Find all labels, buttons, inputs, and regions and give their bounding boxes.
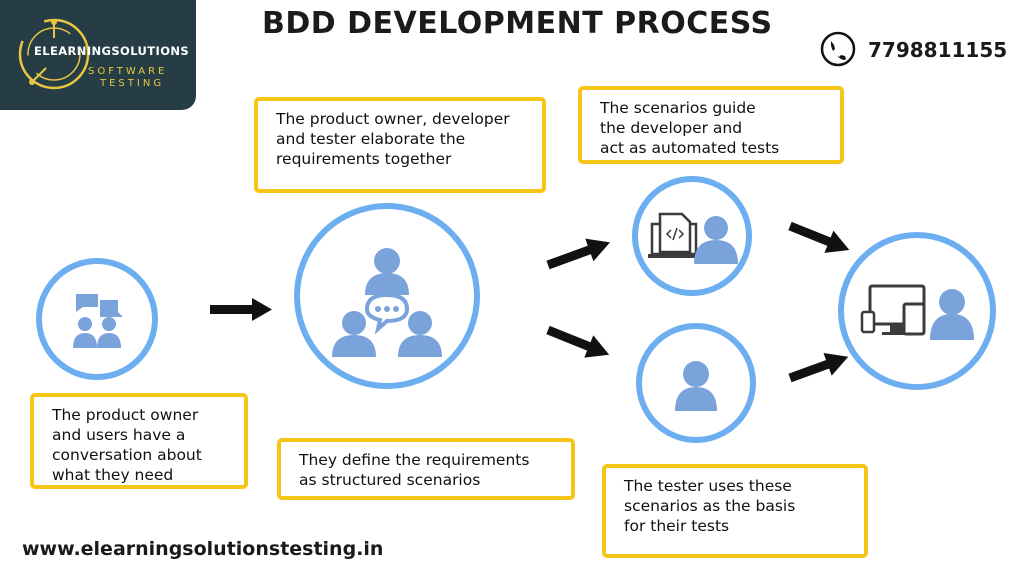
circuit-logo-icon	[18, 18, 90, 90]
page-title: BDD DEVELOPMENT PROCESS	[262, 6, 773, 41]
developer-circle	[632, 176, 752, 296]
step-define-box: They define the requirements as structur…	[277, 438, 575, 500]
website-url: www.elearningsolutionstesting.in	[22, 538, 384, 560]
step-developer-box: The scenarios guide the developer and ac…	[578, 86, 844, 164]
chat-users-icon	[73, 294, 123, 348]
step-elaborate-box: The product owner, developer and tester …	[254, 97, 546, 193]
arrow-1	[210, 298, 272, 321]
brand-logo: ELEARNINGSOLUTIONS SOFTWARE TESTING	[0, 0, 196, 110]
arrow-5	[788, 353, 849, 383]
arrow-3	[546, 325, 610, 358]
discussion-circle	[294, 203, 480, 389]
logo-name: ELEARNINGSOLUTIONS	[34, 44, 190, 58]
logo-tagline-2: TESTING	[100, 78, 165, 89]
developer-code-icon	[648, 212, 738, 264]
tester-icon	[675, 361, 717, 411]
devices-user-icon	[860, 284, 974, 340]
phone-icon	[820, 31, 856, 67]
step-conversation-box: The product owner and users have a conve…	[30, 393, 248, 489]
devices-circle	[838, 232, 996, 390]
conversation-circle	[36, 258, 158, 380]
arrow-4	[788, 221, 850, 253]
tester-circle	[636, 323, 756, 443]
step-tester-box: The tester uses these scenarios as the b…	[602, 464, 868, 558]
logo-tagline-1: SOFTWARE	[88, 66, 168, 77]
phone-number: 7798811155	[868, 38, 1008, 62]
team-discussion-icon	[332, 248, 442, 357]
arrow-2	[546, 238, 611, 270]
